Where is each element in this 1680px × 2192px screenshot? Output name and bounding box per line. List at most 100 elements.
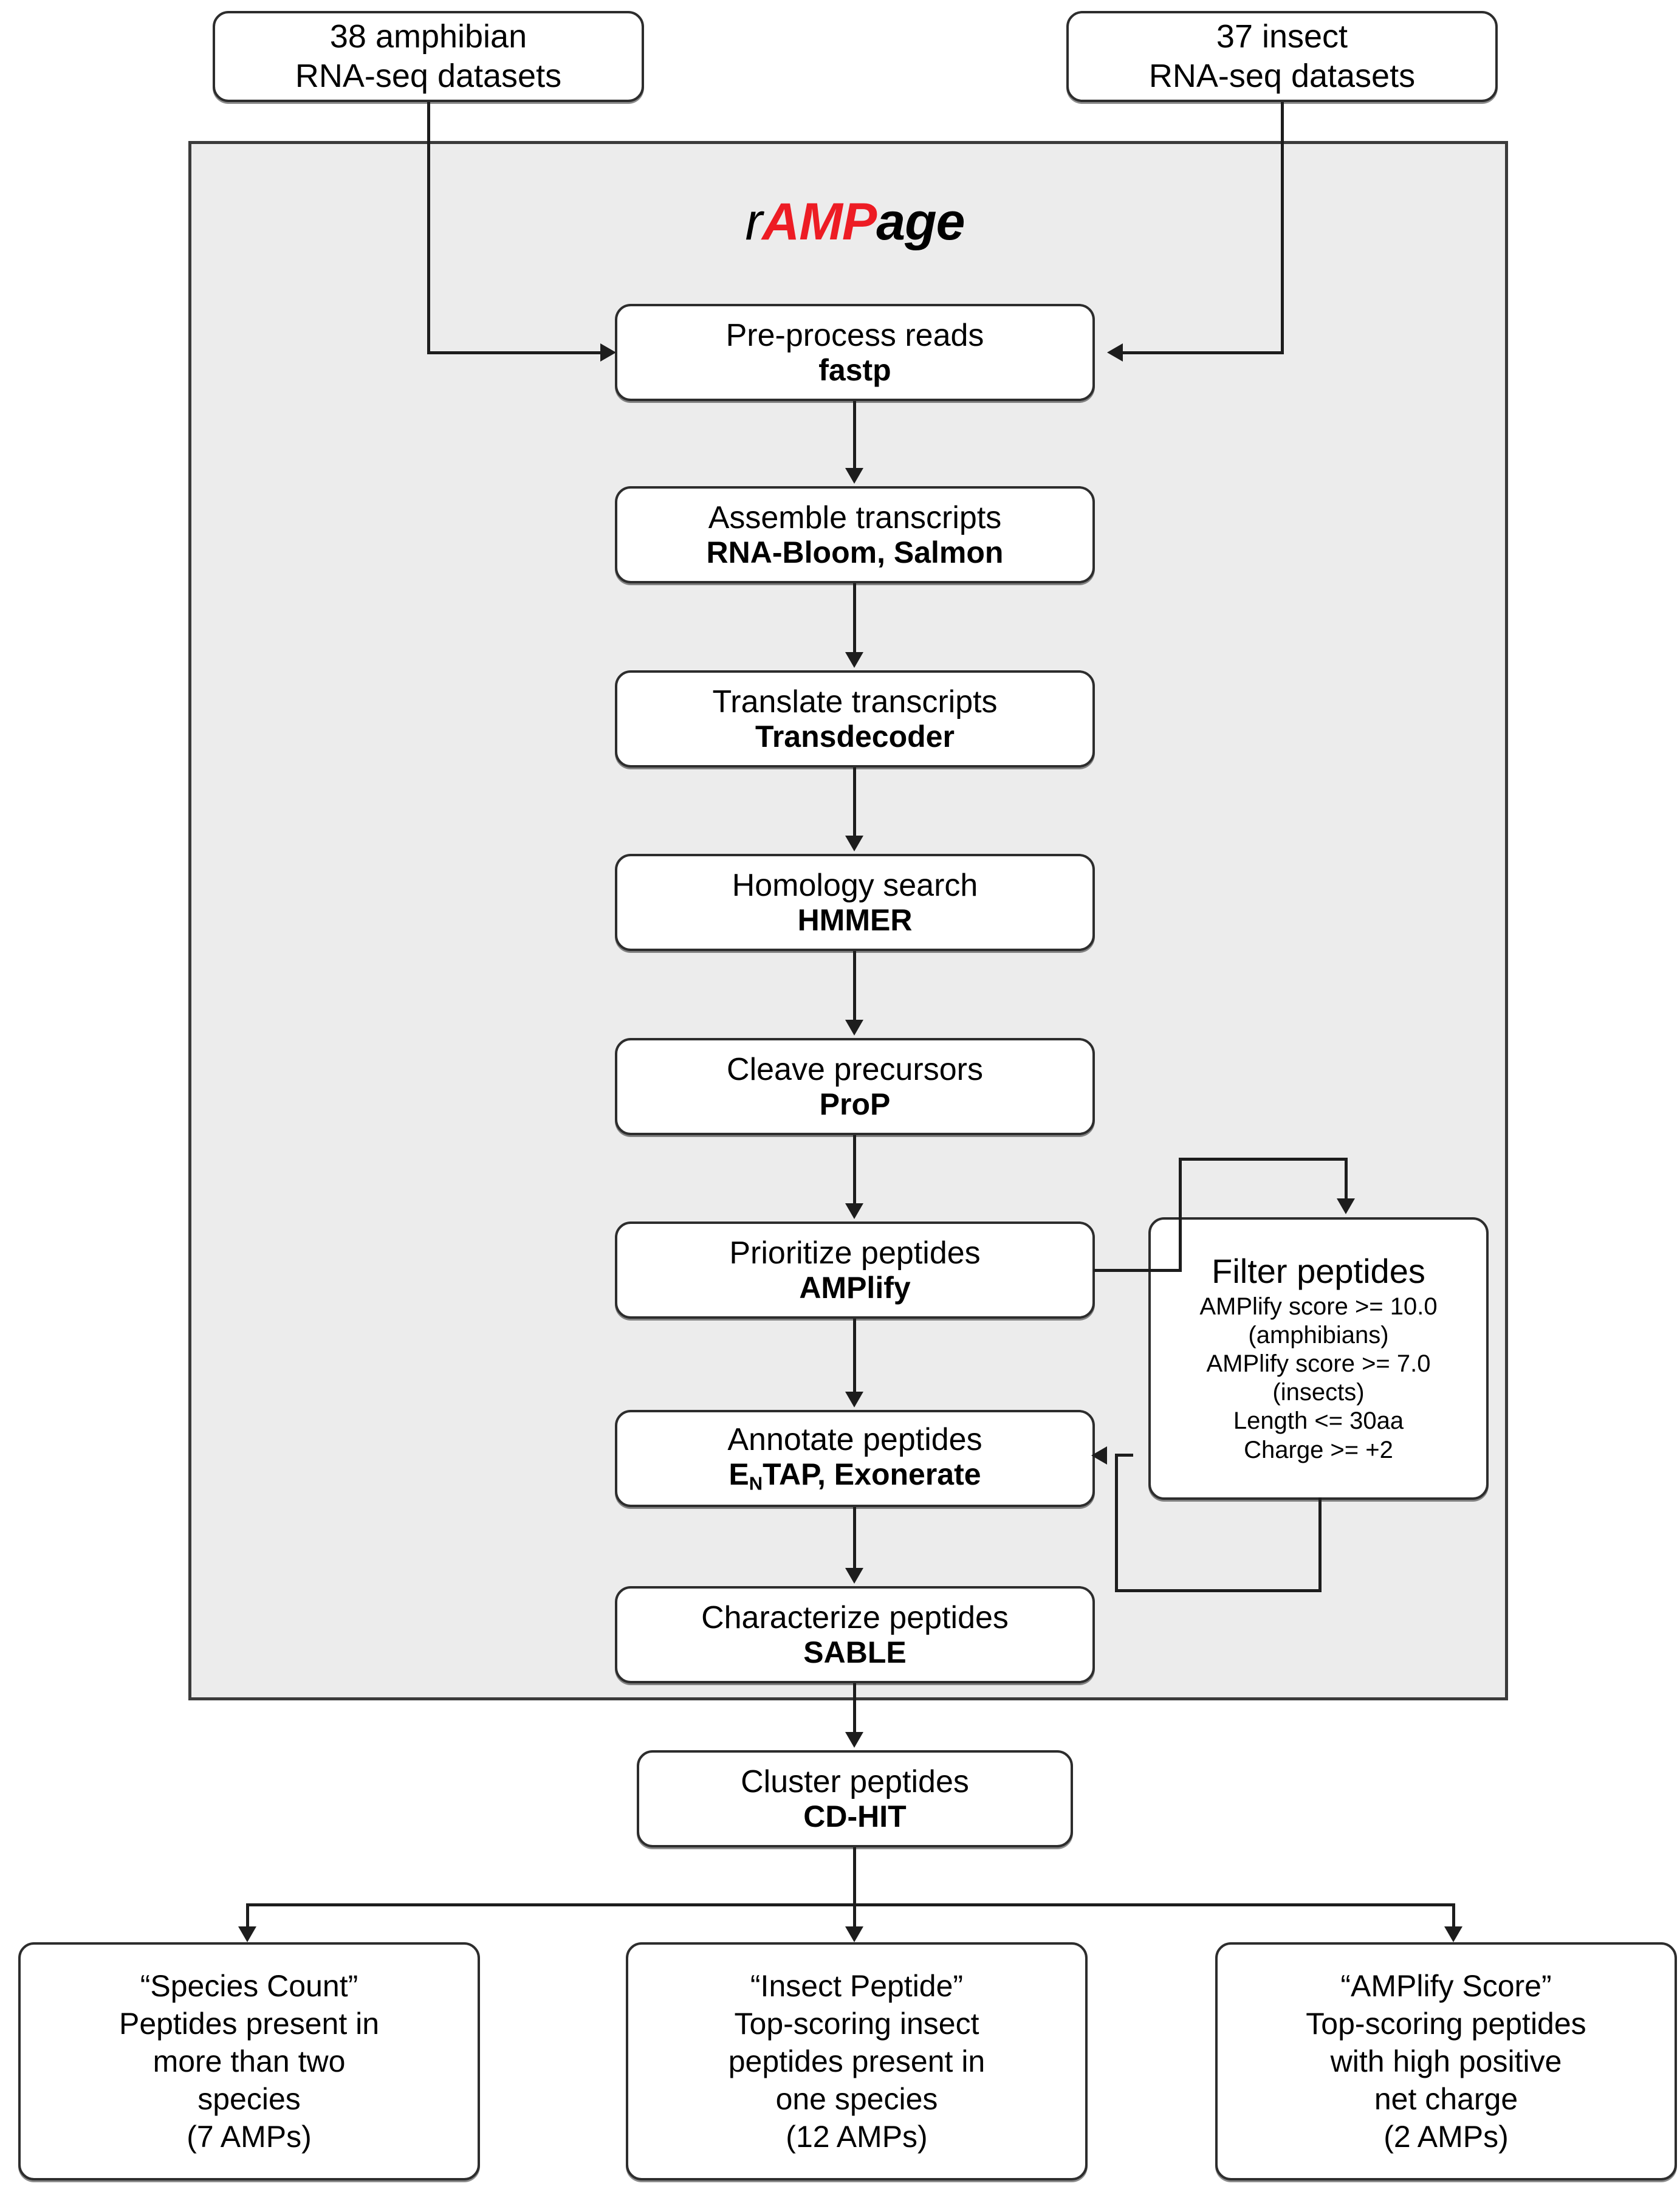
connector-split-to-amplify-score xyxy=(1452,1903,1455,1931)
connector-filter-to-annotate-v2 xyxy=(1115,1454,1118,1592)
connector-assemble-to-translate xyxy=(853,583,856,653)
arrowhead-cluster xyxy=(845,1732,863,1748)
filter-criterion-2: (amphibians) xyxy=(1248,1321,1389,1349)
connector-translate-to-homology xyxy=(853,768,856,837)
filter-criterion-4: (insects) xyxy=(1272,1379,1365,1406)
tool-label-rna-bloom-salmon: RNA-Bloom, Salmon xyxy=(706,535,1004,570)
arrowhead-insect-peptide xyxy=(845,1926,863,1942)
connector-cleave-to-prioritize xyxy=(853,1135,856,1205)
filter-title: Filter peptides xyxy=(1212,1252,1425,1291)
connector-prioritize-to-annotate xyxy=(853,1319,856,1393)
filter-criterion-1: AMPlify score >= 10.0 xyxy=(1199,1293,1438,1320)
step-node-pre-process-reads[interactable]: Pre-process reads fastp xyxy=(615,304,1095,401)
arrowhead-characterize xyxy=(845,1568,863,1584)
filter-criterion-6: Charge >= +2 xyxy=(1244,1436,1393,1463)
output-species-count-count: (7 AMPs) xyxy=(187,2120,312,2154)
step-label-annotate-peptides: Annotate peptides xyxy=(727,1422,982,1458)
step-label-pre-process-reads: Pre-process reads xyxy=(725,317,984,353)
output-amplify-score-line2: with high positive xyxy=(1330,2044,1562,2078)
tool-label-fastp: fastp xyxy=(818,353,891,388)
page-title: rAMPage xyxy=(615,196,1095,248)
output-amplify-score-count: (2 AMPs) xyxy=(1383,2120,1509,2154)
connector-cluster-to-split xyxy=(853,1847,856,1905)
connector-split-to-insect-peptide xyxy=(853,1903,856,1931)
connector-filter-to-annotate-v1 xyxy=(1318,1497,1322,1592)
output-insect-peptide-count: (12 AMPs) xyxy=(786,2120,928,2154)
arrowhead-translate xyxy=(845,652,863,668)
connector-split-to-species-count xyxy=(246,1903,249,1931)
step-node-prioritize-peptides[interactable]: Prioritize peptides AMPlify xyxy=(615,1221,1095,1319)
connector-split-bar xyxy=(246,1903,1455,1906)
step-label-cluster-peptides: Cluster peptides xyxy=(741,1764,969,1799)
step-label-assemble-transcripts: Assemble transcripts xyxy=(708,500,1002,535)
step-label-prioritize-peptides: Prioritize peptides xyxy=(729,1235,981,1271)
connector-homology-to-cleave xyxy=(853,951,856,1021)
step-label-characterize-peptides: Characterize peptides xyxy=(701,1599,1009,1635)
step-label-translate-transcripts: Translate transcripts xyxy=(712,684,998,720)
step-node-translate-transcripts[interactable]: Translate transcripts Transdecoder xyxy=(615,670,1095,768)
input-node-amphibian[interactable]: 38 amphibian RNA-seq datasets xyxy=(213,11,644,102)
output-node-amplify-score[interactable]: “AMPlify Score” Top-scoring peptides wit… xyxy=(1215,1942,1677,2180)
filter-criterion-3: AMPlify score >= 7.0 xyxy=(1206,1350,1431,1378)
tool-label-entap-exonerate: ENTAP, Exonerate xyxy=(729,1457,981,1494)
connector-preprocess-to-assemble xyxy=(853,401,856,469)
step-label-cleave-precursors: Cleave precursors xyxy=(727,1051,983,1087)
tool-label-sable: SABLE xyxy=(803,1635,907,1670)
arrowhead-assemble xyxy=(845,468,863,484)
output-node-insect-peptide[interactable]: “Insect Peptide” Top-scoring insect pept… xyxy=(626,1942,1088,2180)
step-node-cleave-precursors[interactable]: Cleave precursors ProP xyxy=(615,1038,1095,1135)
input-node-insect[interactable]: 37 insect RNA-seq datasets xyxy=(1066,11,1498,102)
title-part-suffix: age xyxy=(876,193,965,251)
connector-prioritize-to-filter-v2 xyxy=(1345,1158,1348,1201)
output-species-count-name: “Species Count” xyxy=(140,1969,358,2003)
tool-entap-rest: TAP, Exonerate xyxy=(763,1457,981,1492)
output-amplify-score-name: “AMPlify Score” xyxy=(1340,1969,1552,2003)
output-node-species-count[interactable]: “Species Count” Peptides present in more… xyxy=(18,1942,480,2180)
title-part-prefix: r xyxy=(745,193,763,251)
connector-amphibian-vertical xyxy=(427,102,430,352)
arrowhead-amplify-score xyxy=(1444,1926,1462,1942)
filter-peptides-node[interactable]: Filter peptides AMPlify score >= 10.0 (a… xyxy=(1148,1217,1489,1500)
step-label-homology-search: Homology search xyxy=(732,867,978,903)
tool-entap-subscript: N xyxy=(749,1473,763,1495)
output-species-count-line3: species xyxy=(197,2082,301,2116)
step-node-cluster-peptides[interactable]: Cluster peptides CD-HIT xyxy=(637,1750,1073,1847)
tool-label-transdecoder: Transdecoder xyxy=(755,720,955,754)
step-node-annotate-peptides[interactable]: Annotate peptides ENTAP, Exonerate xyxy=(615,1410,1095,1507)
connector-amphibian-arrowhead xyxy=(600,343,616,362)
step-node-characterize-peptides[interactable]: Characterize peptides SABLE xyxy=(615,1586,1095,1683)
output-insect-peptide-line3: one species xyxy=(775,2082,938,2116)
arrowhead-annotate xyxy=(1091,1446,1107,1465)
connector-prioritize-to-filter-v xyxy=(1179,1158,1182,1272)
connector-insect-vertical xyxy=(1281,102,1284,352)
connector-filter-to-annotate-h2 xyxy=(1115,1454,1133,1457)
tool-label-amplify: AMPlify xyxy=(799,1271,911,1305)
arrowhead-annotate-down xyxy=(845,1392,863,1407)
output-insect-peptide-line2: peptides present in xyxy=(728,2044,986,2078)
input-insect-line2: RNA-seq datasets xyxy=(1148,58,1416,94)
connector-annotate-to-characterize xyxy=(853,1507,856,1570)
filter-criterion-5: Length <= 30aa xyxy=(1233,1407,1404,1435)
input-amphibian-line2: RNA-seq datasets xyxy=(295,58,562,94)
arrowhead-filter xyxy=(1337,1198,1355,1214)
output-insect-peptide-name: “Insect Peptide” xyxy=(750,1969,964,2003)
connector-characterize-to-cluster xyxy=(853,1683,856,1734)
arrowhead-homology xyxy=(845,836,863,851)
output-amplify-score-line1: Top-scoring peptides xyxy=(1306,2007,1586,2041)
arrowhead-cleave xyxy=(845,1020,863,1036)
step-node-homology-search[interactable]: Homology search HMMER xyxy=(615,854,1095,951)
connector-prioritize-to-filter-h2 xyxy=(1179,1158,1348,1161)
tool-label-prop: ProP xyxy=(819,1087,891,1122)
connector-insect-arrowhead xyxy=(1107,343,1123,362)
input-amphibian-line1: 38 amphibian xyxy=(329,18,527,55)
title-part-highlight: AMP xyxy=(762,193,877,251)
arrowhead-prioritize xyxy=(845,1203,863,1219)
connector-filter-to-annotate-h1 xyxy=(1115,1589,1322,1592)
arrowhead-species-count xyxy=(238,1926,256,1942)
tool-label-hmmer: HMMER xyxy=(797,903,913,938)
output-species-count-line2: more than two xyxy=(153,2044,346,2078)
step-node-assemble-transcripts[interactable]: Assemble transcripts RNA-Bloom, Salmon xyxy=(615,486,1095,583)
connector-prioritize-to-filter-h1 xyxy=(1094,1269,1182,1272)
tool-label-cd-hit: CD-HIT xyxy=(803,1799,907,1834)
